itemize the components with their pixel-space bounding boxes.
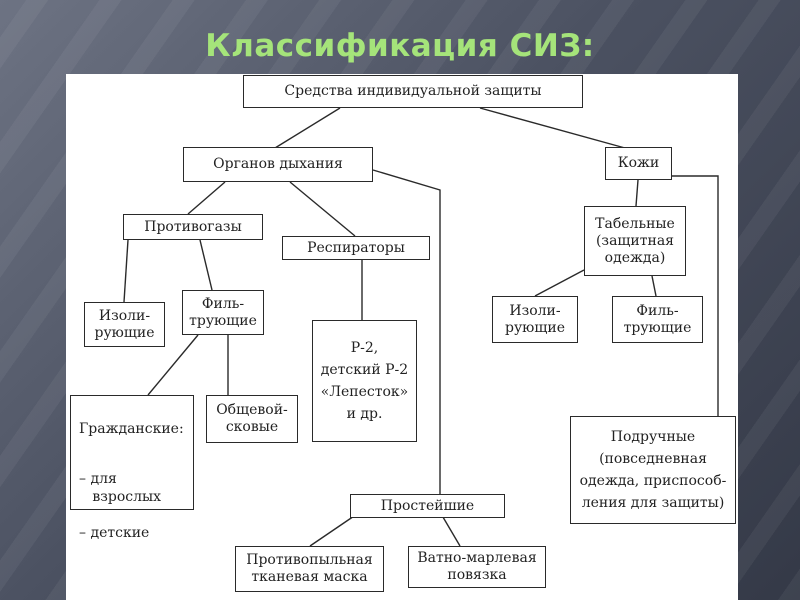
node-gauze: Ватно-марлевая повязка — [408, 546, 546, 588]
node-skin-filtering: Филь- трующие — [612, 296, 703, 343]
node-dust-mask: Противопыльная тканевая маска — [235, 546, 384, 592]
node-gas-isolating: Изоли- рующие — [84, 302, 165, 347]
node-tabular: Табельные (защитная одежда) — [584, 206, 686, 276]
civil-item-adults: – для взрослых — [79, 471, 162, 505]
node-civil: Гражданские: – для взрослых – детские — [70, 395, 194, 541]
node-improvised: Подручные (повседневная одежда, приспосо… — [570, 416, 736, 524]
node-root: Средства индивидуальной защиты — [243, 75, 583, 108]
slide-title: Классификация СИЗ: — [205, 28, 595, 64]
node-skin-isolating: Изоли- рующие — [492, 296, 578, 343]
civil-title: Гражданские: — [79, 421, 184, 437]
node-respiratory: Органов дыхания — [183, 147, 373, 182]
node-respirators: Респираторы — [282, 236, 430, 260]
node-general-army: Общевой- сковые — [206, 395, 298, 443]
node-simplest: Простейшие — [350, 494, 505, 518]
node-skin: Кожи — [605, 147, 672, 180]
node-gas-masks: Противогазы — [123, 214, 263, 240]
node-gas-filtering: Филь- трующие — [182, 290, 264, 335]
civil-item-children: – детские — [79, 525, 150, 541]
node-respirator-examples: Р-2, детский Р-2 «Лепесток» и др. — [312, 320, 417, 442]
